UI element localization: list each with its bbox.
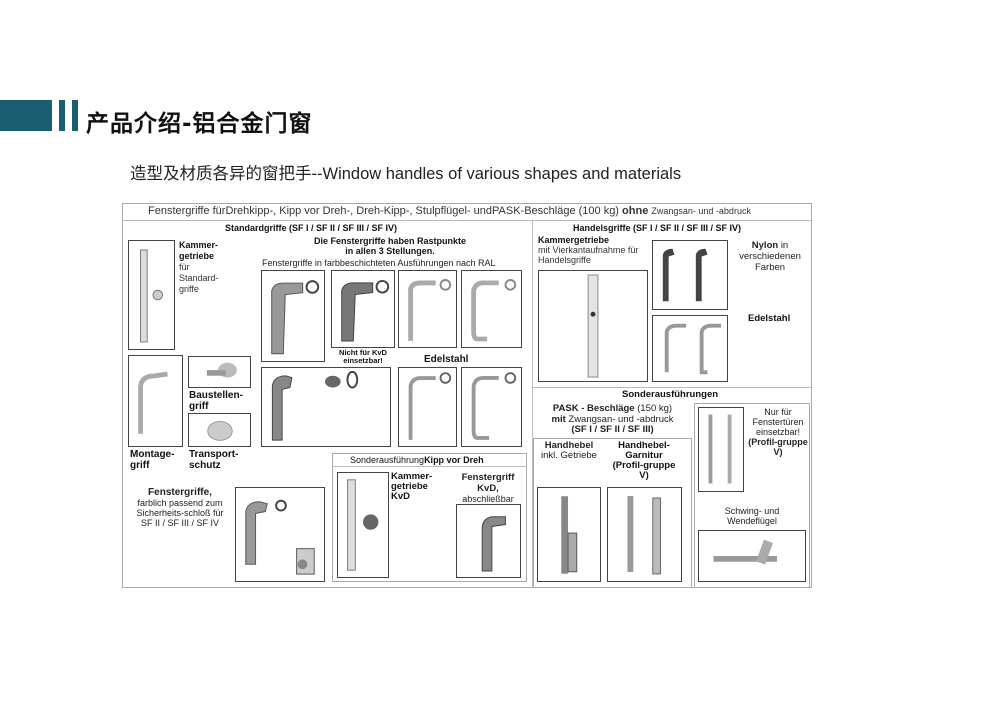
divider bbox=[122, 220, 812, 221]
schwing-image bbox=[698, 530, 806, 582]
header-accent-bar bbox=[72, 100, 78, 131]
handels-edelstahl-label: Edelstahl bbox=[748, 313, 791, 324]
catalog-header: Fenstergriffe fürDrehkipp-, Kipp vor Dre… bbox=[148, 205, 751, 217]
nicht-kvd-note: Nicht für KvD einsetzbar! bbox=[339, 348, 387, 365]
lock-handle-image bbox=[235, 487, 325, 582]
transportschutz-label: Transport-schutz bbox=[189, 449, 239, 471]
kvd-kammergetriebe-image bbox=[337, 472, 389, 578]
handhebel-garnitur-label: Handhebel-Garnitur (Profil-gruppe V) bbox=[612, 440, 676, 481]
handle-image bbox=[261, 270, 325, 362]
divider bbox=[533, 387, 812, 388]
transportschutz-image bbox=[188, 413, 251, 447]
montagegriff-image bbox=[128, 355, 183, 447]
handhebel-garnitur-image bbox=[607, 487, 682, 582]
divider bbox=[532, 221, 533, 588]
handle-image bbox=[398, 270, 457, 348]
standard-title: Standardgriffe (SF I / SF II / SF III / … bbox=[225, 223, 398, 233]
pask-text: PASK - Beschläge (150 kg)mit Zwangsan- u… bbox=[551, 403, 674, 435]
catalog-image bbox=[122, 203, 812, 588]
baustellengriff-image bbox=[188, 356, 251, 388]
header-accent-bar bbox=[59, 100, 65, 131]
handle-image bbox=[461, 367, 522, 447]
nylon-handles-image bbox=[652, 240, 728, 310]
kvd-fenstergriff-label: Fenstergriff KvD,abschließbar bbox=[461, 472, 515, 505]
ral-text: Fenstergriffe in farbbeschichteten Ausfü… bbox=[262, 258, 496, 268]
kvd-section bbox=[332, 453, 527, 582]
pask-section bbox=[533, 438, 692, 588]
baustellengriff-label: Baustellen-griff bbox=[189, 390, 243, 412]
divider bbox=[332, 466, 527, 467]
handle-image bbox=[261, 367, 391, 447]
fenstergriffe-text: Fenstergriffe,farblich passend zum Siche… bbox=[136, 487, 224, 529]
fenstertueren-note: Nur für Fenstertüren einsetzbar!(Profil-… bbox=[748, 407, 808, 457]
handels-title: Handelsgriffe (SF I / SF II / SF III / S… bbox=[573, 223, 742, 233]
handle-image bbox=[461, 270, 522, 348]
fenstertueren-image bbox=[698, 407, 744, 492]
handels-kammergetriebe-image bbox=[538, 270, 648, 382]
montagegriff-label: Montage-griff bbox=[130, 449, 175, 471]
slide-title: 产品介绍-铝合金门窗 bbox=[86, 111, 313, 137]
slide-subtitle: 造型及材质各异的窗把手--Window handles of various s… bbox=[130, 165, 682, 183]
kvd-title: SonderausführungKipp vor Dreh bbox=[350, 455, 484, 465]
edelstahl-label: Edelstahl bbox=[424, 354, 469, 365]
nylon-label: Nylon in verschiedenen Farben bbox=[739, 240, 801, 273]
special-section bbox=[694, 403, 810, 588]
handhebel-image bbox=[537, 487, 601, 582]
handle-image bbox=[398, 367, 457, 447]
sonder-title: Sonderausführungen bbox=[622, 389, 719, 400]
kammergetriebe-image bbox=[128, 240, 175, 350]
handle-image bbox=[331, 270, 395, 348]
schwing-label: Schwing- und Wendeflügel bbox=[724, 506, 780, 526]
kvd-handle-image bbox=[456, 504, 521, 578]
kvd-kammer-label: Kammer-getriebe KvD bbox=[391, 471, 433, 502]
header-accent-block bbox=[0, 100, 52, 131]
edelstahl-handles-image bbox=[652, 315, 728, 382]
